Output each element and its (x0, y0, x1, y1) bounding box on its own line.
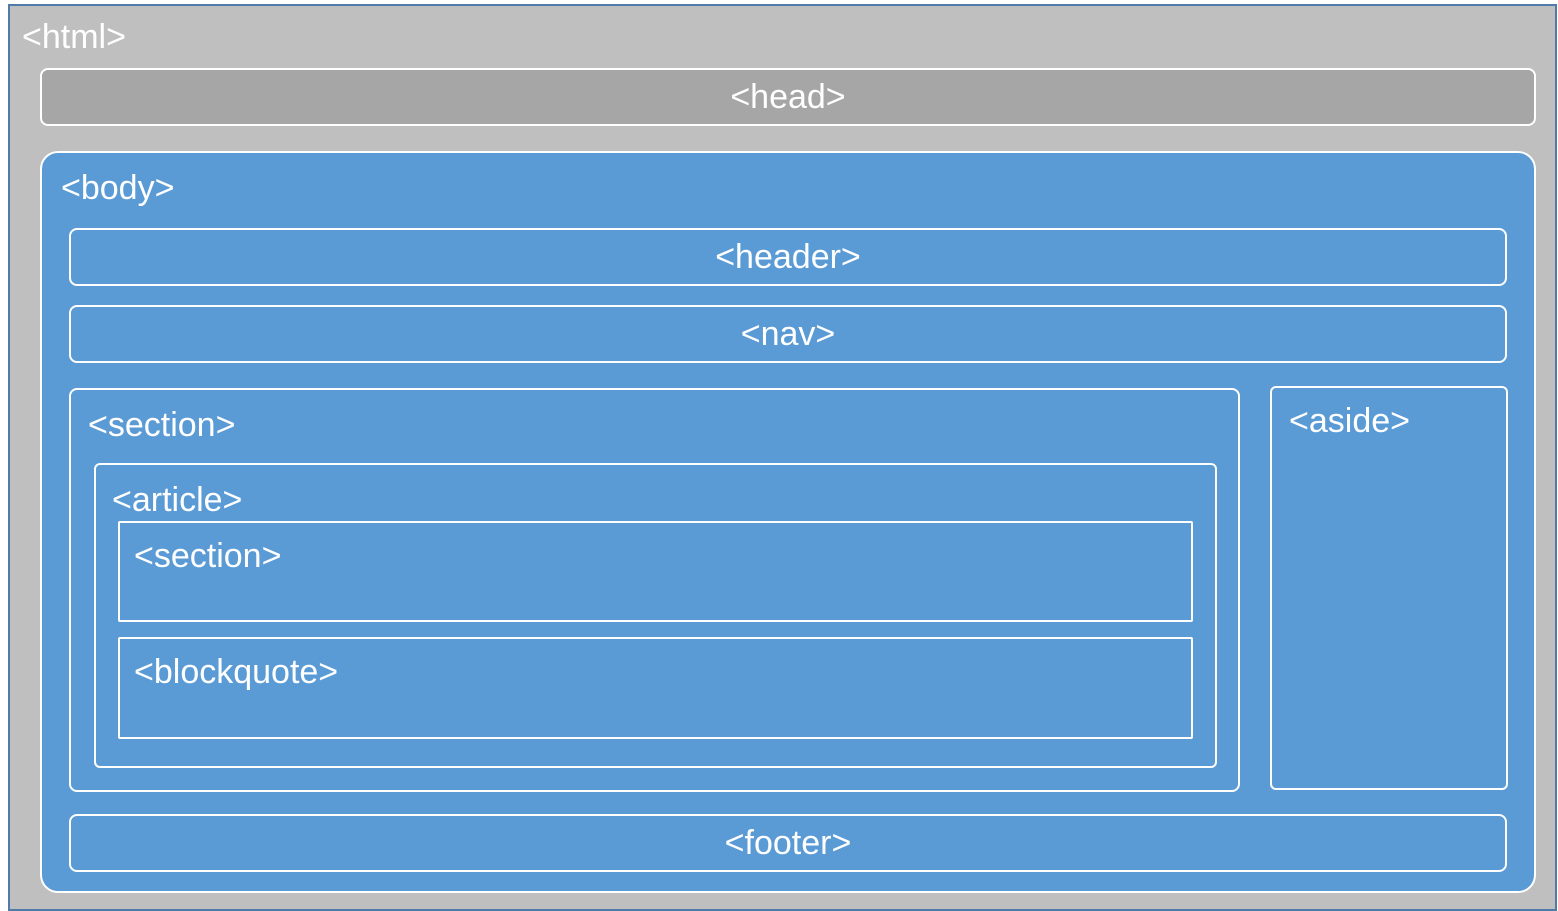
head-element-box: <head> (40, 68, 1536, 126)
inner-section-element-box: <section> (118, 521, 1193, 622)
aside-label: <aside> (1289, 402, 1410, 440)
inner-section-label: <section> (134, 537, 282, 575)
section-label: <section> (88, 406, 236, 444)
nav-label: <nav> (740, 315, 836, 353)
html-label: <html> (22, 18, 126, 56)
article-label: <article> (112, 481, 243, 519)
header-element-box: <header> (69, 228, 1507, 286)
blockquote-label: <blockquote> (134, 653, 339, 691)
footer-label: <footer> (724, 824, 852, 862)
nav-element-box: <nav> (69, 305, 1507, 363)
footer-element-box: <footer> (69, 814, 1507, 872)
body-label: <body> (61, 169, 175, 207)
blockquote-element-box: <blockquote> (118, 637, 1193, 739)
header-label: <header> (715, 238, 861, 276)
aside-element-box: <aside> (1270, 386, 1508, 790)
head-label: <head> (730, 78, 846, 116)
